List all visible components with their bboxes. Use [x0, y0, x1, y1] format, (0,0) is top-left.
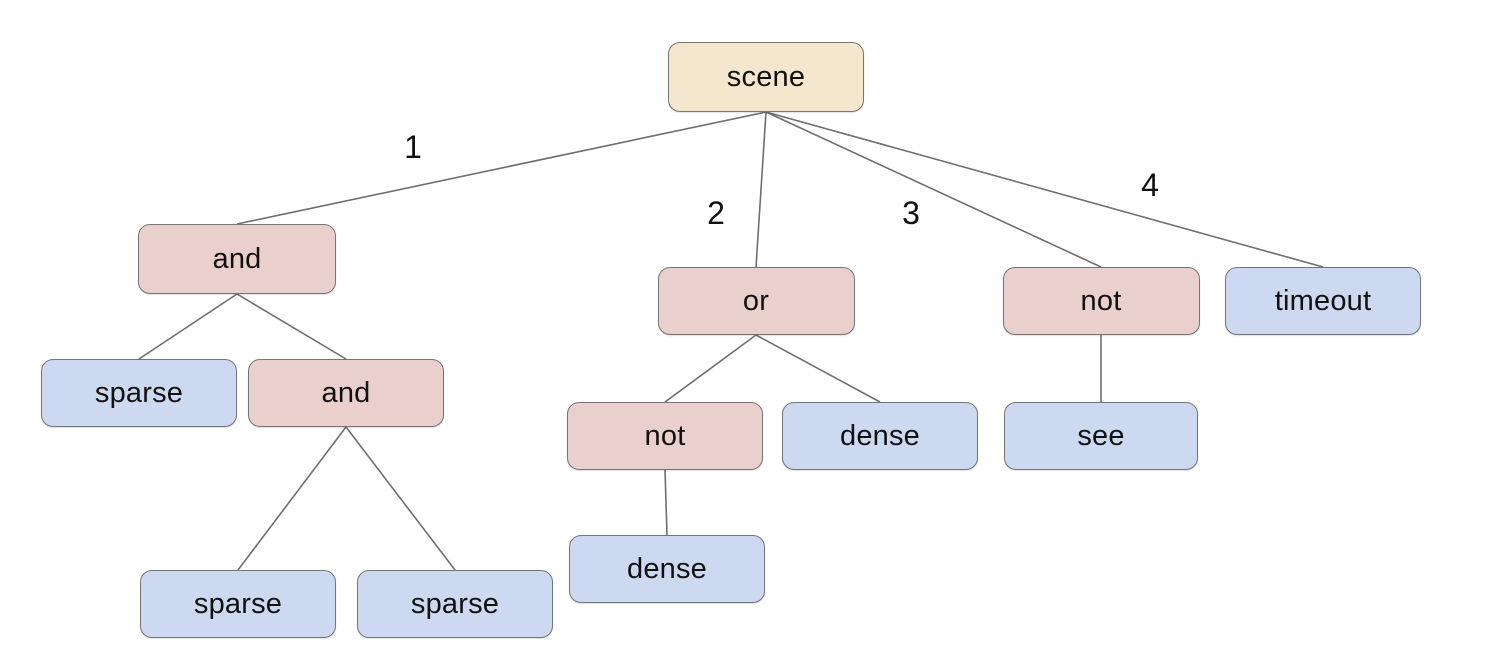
tree-node-and2: and — [248, 359, 444, 427]
node-label: dense — [839, 419, 920, 452]
tree-node-or1: or — [657, 267, 855, 335]
node-label: see — [1077, 419, 1125, 452]
edge-label-2: 2 — [707, 195, 725, 231]
tree-edge-and1-sparse1 — [138, 293, 238, 360]
tree-node-sparse1: sparse — [41, 359, 237, 427]
tree-edge-scene-not1 — [765, 111, 1102, 268]
tree-node-scene: scene — [668, 42, 864, 112]
node-label: sparse — [94, 376, 184, 409]
tree-node-dense1: dense — [782, 402, 978, 470]
tree-edge-and2-sparse3 — [345, 426, 456, 571]
tree-node-see: see — [1004, 402, 1198, 470]
node-label: sparse — [410, 587, 500, 620]
tree-edge-scene-or1 — [755, 111, 767, 268]
tree-edge-or1-not2 — [664, 334, 757, 403]
edge-label-4: 4 — [1141, 167, 1159, 203]
tree-edge-scene-timeout — [765, 111, 1324, 268]
node-label: and — [212, 242, 262, 275]
node-label: and — [321, 376, 371, 409]
tree-node-dense2: dense — [569, 535, 765, 603]
tree-node-not1: not — [1002, 267, 1200, 335]
node-label: or — [742, 284, 770, 317]
edge-label-3: 3 — [902, 195, 920, 231]
node-label: not — [1080, 284, 1122, 317]
node-label: timeout — [1274, 284, 1372, 317]
tree-edge-scene-and1 — [236, 111, 767, 225]
tree-node-timeout: timeout — [1225, 267, 1421, 335]
node-label: not — [644, 419, 686, 452]
tree-edge-and1-and2 — [236, 293, 347, 360]
node-label: scene — [726, 60, 806, 93]
tree-node-sparse3: sparse — [357, 570, 553, 638]
tree-node-and1: and — [138, 224, 336, 294]
node-label: sparse — [193, 587, 283, 620]
tree-edge-or1-dense1 — [755, 334, 881, 403]
tree-node-not2: not — [567, 402, 763, 470]
tree-edge-not2-dense2 — [664, 469, 668, 536]
node-label: dense — [626, 552, 707, 585]
edge-label-1: 1 — [404, 129, 422, 165]
tree-node-sparse2: sparse — [140, 570, 336, 638]
tree-edge-and2-sparse2 — [237, 426, 347, 571]
